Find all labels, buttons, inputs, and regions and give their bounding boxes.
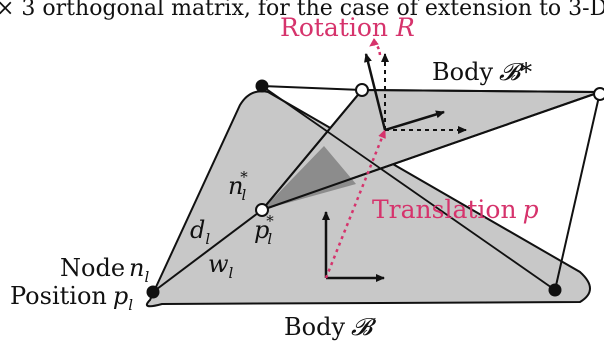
rotated-frame-y-axis — [364, 53, 387, 131]
node-star-left — [255, 203, 269, 217]
n-star-label: nl* — [228, 168, 248, 204]
node-star-right — [593, 87, 604, 101]
p-star-label: pl* — [254, 212, 274, 248]
body-b-star-edge-3 — [361, 89, 601, 93]
rotated-frame-x-axis — [384, 110, 445, 132]
d-label: dl — [190, 216, 210, 248]
body-b-star-edge-2 — [261, 89, 363, 211]
node-right — [548, 283, 562, 297]
translation-arrow — [324, 129, 387, 279]
body-b-star-edge — [261, 91, 601, 211]
rotation-arc — [369, 38, 382, 56]
spring-line-right — [554, 91, 601, 291]
overlap-region — [262, 146, 356, 210]
header-text: × 3 orthogonal matrix, for the case of e… — [0, 0, 604, 21]
body-b-inner-line — [261, 85, 556, 291]
node-top — [255, 79, 269, 93]
node-star-top — [355, 83, 369, 97]
w-label: wl — [208, 250, 234, 282]
spring-line-top — [261, 85, 363, 91]
body-b-region — [146, 90, 591, 308]
spring-line-left — [152, 209, 263, 293]
node-left — [146, 285, 160, 299]
